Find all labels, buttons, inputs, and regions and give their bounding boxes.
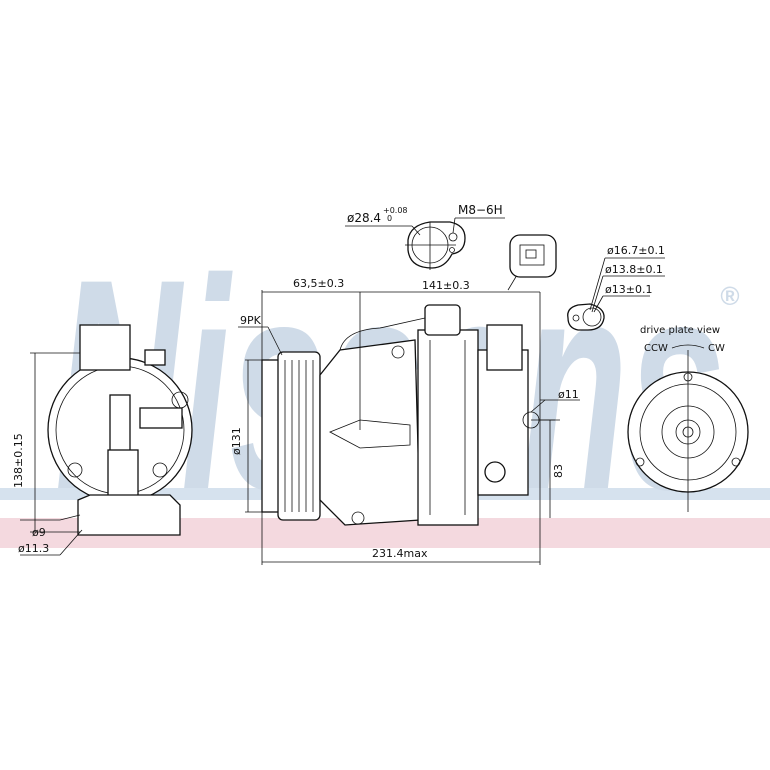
rear-view (20, 324, 193, 556)
hole-11-label: ø11 (558, 388, 579, 401)
seal-plate-detail (567, 257, 665, 331)
ccw-label: CCW (644, 343, 668, 354)
side-view (238, 269, 580, 565)
electrical-connector-detail (509, 234, 557, 278)
dim-mount-label: 141±0.3 (422, 279, 470, 292)
drive-plate-view-label: drive plate view (640, 325, 720, 336)
dim-pulley-label: 63,5±0.3 (293, 277, 344, 290)
port-diameter-label: ø28.4 (347, 211, 381, 225)
height-83-label: 83 (552, 464, 565, 478)
belt-label: 9PK (240, 314, 262, 327)
port-tolerance-upper: +0.08 (383, 206, 408, 215)
hole-9-label: ø9 (32, 526, 46, 539)
hole-11-3-label: ø11.3 (18, 542, 49, 555)
pulley-diameter-label: ø131 (230, 427, 243, 455)
cw-label: CW (708, 343, 725, 354)
height-138-label: 138±0.15 (12, 433, 25, 488)
seal-d2-label: ø13.8±0.1 (605, 263, 663, 276)
length-label: 231.4max (372, 547, 428, 560)
port-tolerance-lower: 0 (387, 214, 392, 223)
registered-mark: ® (720, 281, 740, 311)
port-flange-detail (345, 217, 505, 270)
thread-label: M8−6H (458, 203, 503, 217)
seal-d3-label: ø13±0.1 (605, 283, 652, 296)
seal-d1-label: ø16.7±0.1 (607, 244, 665, 257)
drive-plate-view (627, 344, 749, 512)
